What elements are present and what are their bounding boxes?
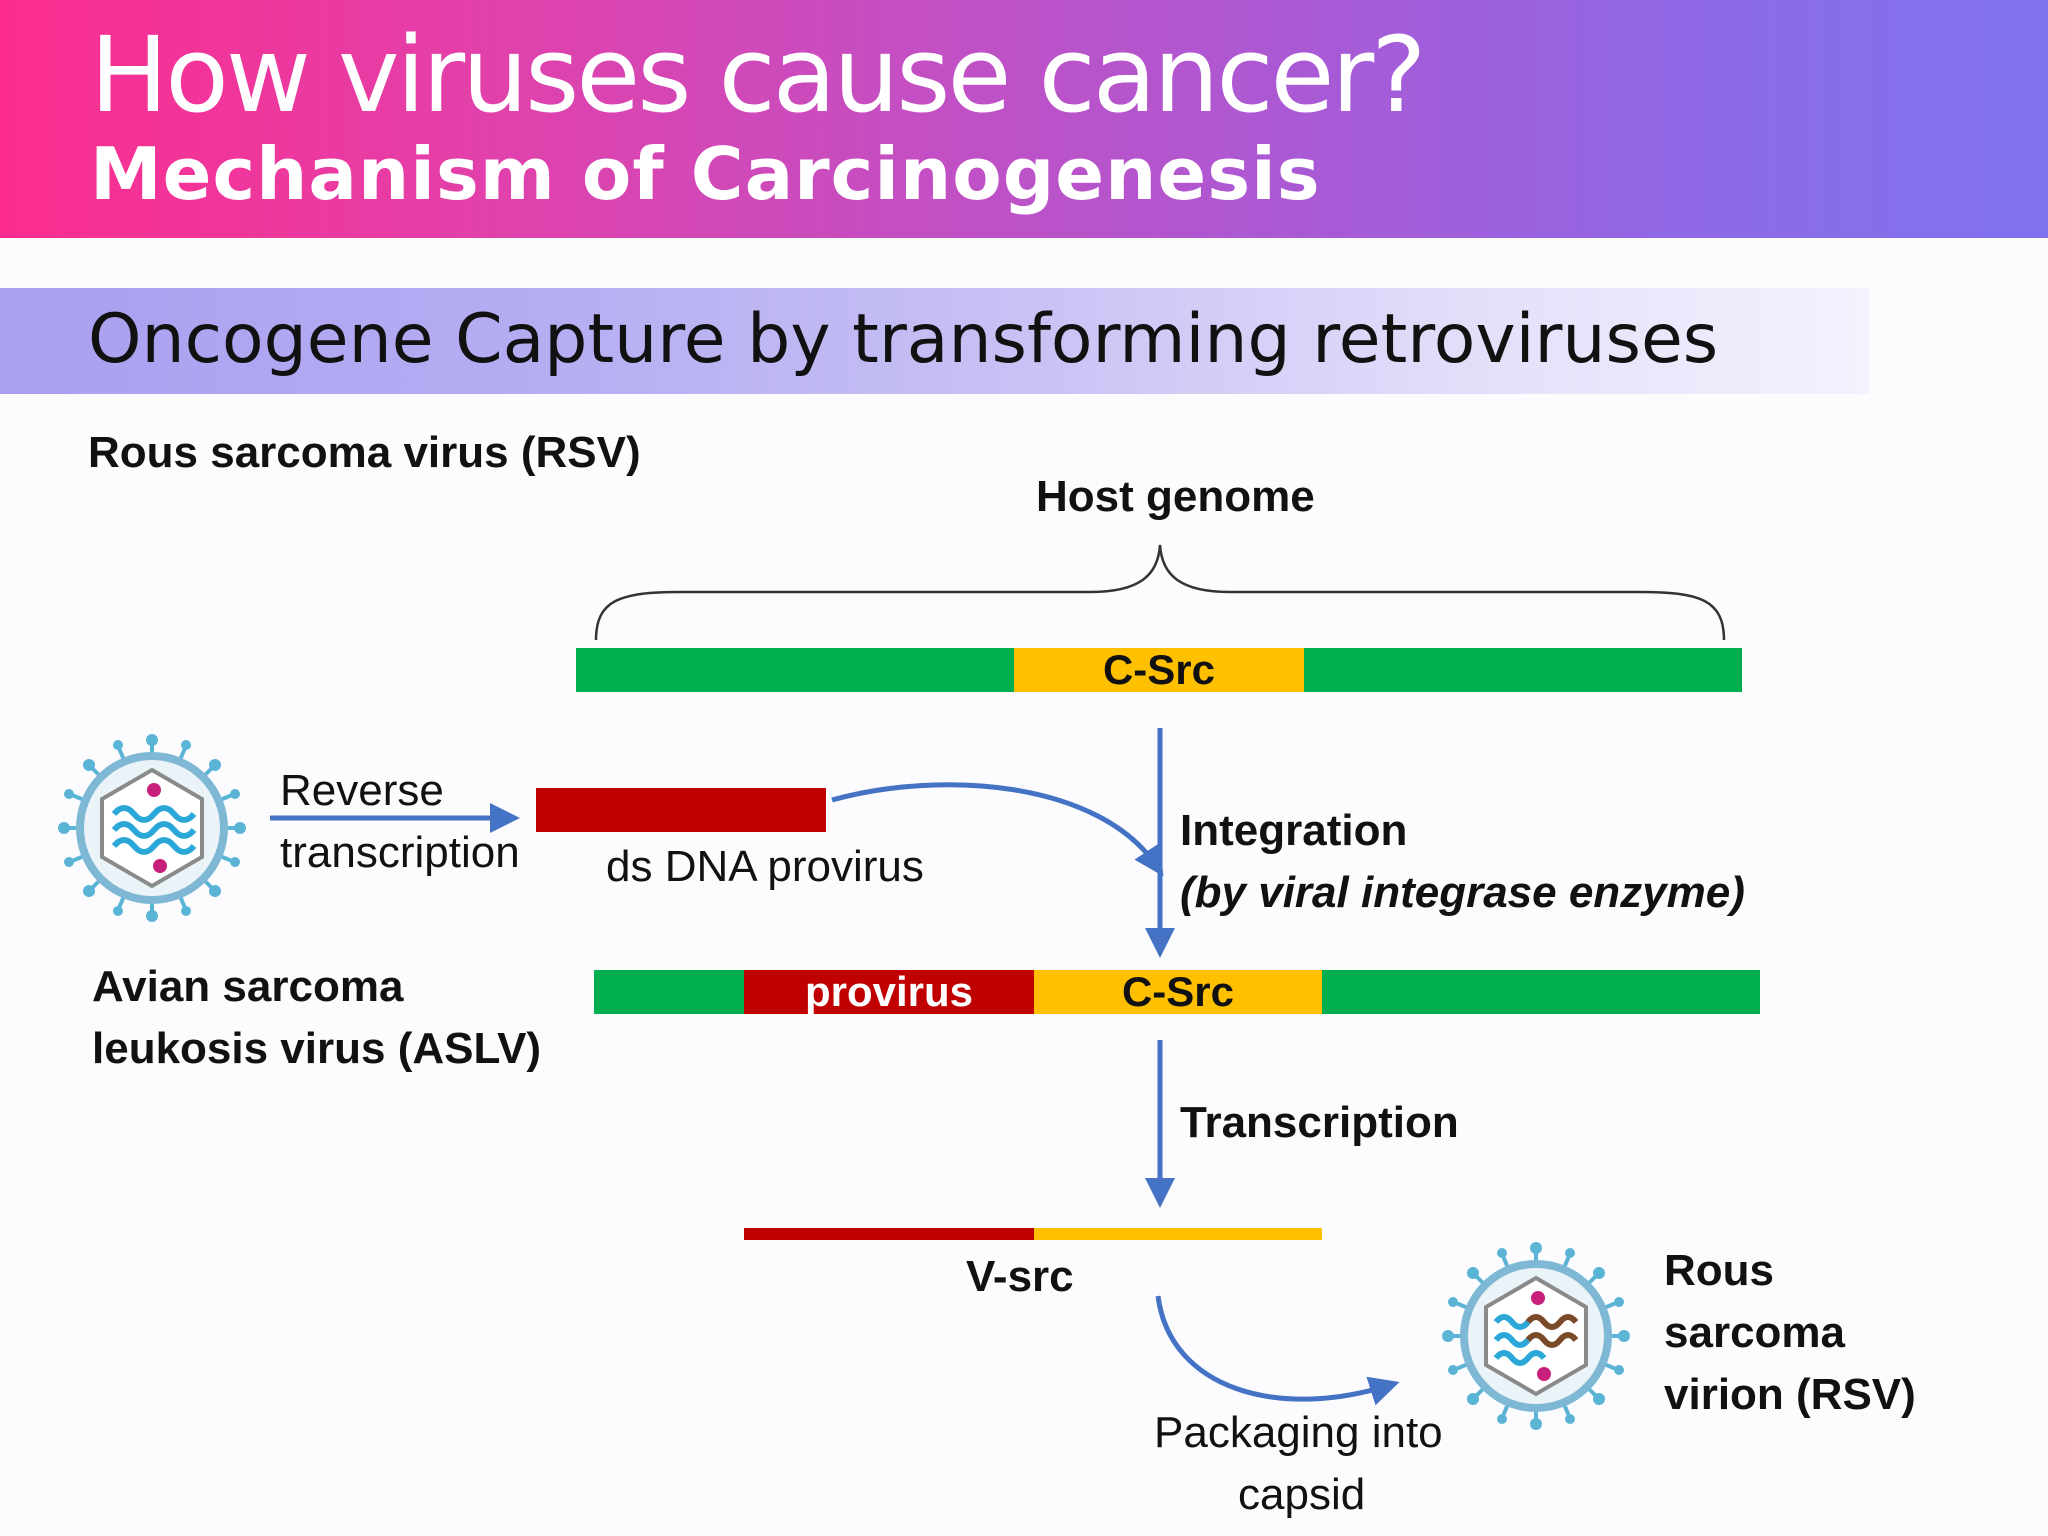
- virion-label-1: Rous: [1664, 1246, 1774, 1295]
- integration-label: Integration: [1180, 806, 1408, 855]
- virion-label-3: virion (RSV): [1664, 1370, 1916, 1419]
- packaging-label-1: Packaging into: [1154, 1408, 1443, 1457]
- rsv-virion-icon: [1442, 1242, 1630, 1430]
- integrated-genome-bar: provirus C-Src: [594, 968, 1760, 1015]
- provirus-integration-arrow: [831, 782, 1164, 877]
- page-subtitle: Mechanism of Carcinogenesis: [90, 132, 1321, 216]
- title-banner: [0, 0, 2048, 238]
- provirus-segment: provirus: [744, 968, 1034, 1015]
- host-genome-brace: [594, 544, 1726, 641]
- page-title: How viruses cause cancer?: [90, 14, 1426, 136]
- host-genome-label: Host genome: [1036, 472, 1315, 521]
- ds-dna-provirus-label: ds DNA provirus: [606, 842, 924, 891]
- csrc-label: C-Src: [1102, 646, 1216, 693]
- vsrc-label: V-src: [966, 1252, 1074, 1301]
- csrc-label-2: C-Src: [1121, 968, 1235, 1015]
- packaging-arrow: [1155, 1295, 1400, 1406]
- reverse-transcription-label-2: transcription: [280, 828, 520, 877]
- aslv-label-1: Avian sarcoma: [92, 962, 404, 1011]
- transcription-label: Transcription: [1180, 1098, 1459, 1147]
- provirus-label: provirus: [804, 968, 974, 1015]
- reverse-transcription-label-1: Reverse: [280, 766, 444, 815]
- rsv-label: Rous sarcoma virus (RSV): [88, 428, 641, 477]
- aslv-label-2: leukosis virus (ASLV): [92, 1024, 542, 1073]
- packaging-label-2: capsid: [1238, 1470, 1366, 1519]
- vsrc-provirus-segment: [744, 1228, 1034, 1240]
- section-band: [0, 288, 1870, 394]
- vsrc-oncogene-segment: [1034, 1228, 1322, 1240]
- csrc-segment-2: C-Src: [1034, 968, 1322, 1015]
- ds-dna-provirus-bar: [536, 788, 826, 832]
- csrc-segment: C-Src: [1014, 646, 1304, 693]
- virus-icon: [58, 734, 246, 922]
- host-genome-bar: C-Src: [576, 646, 1742, 693]
- section-title: Oncogene Capture by transforming retrovi…: [88, 300, 1719, 379]
- integration-detail: (by viral integrase enzyme): [1180, 868, 1745, 917]
- virion-label-2: sarcoma: [1664, 1308, 1846, 1357]
